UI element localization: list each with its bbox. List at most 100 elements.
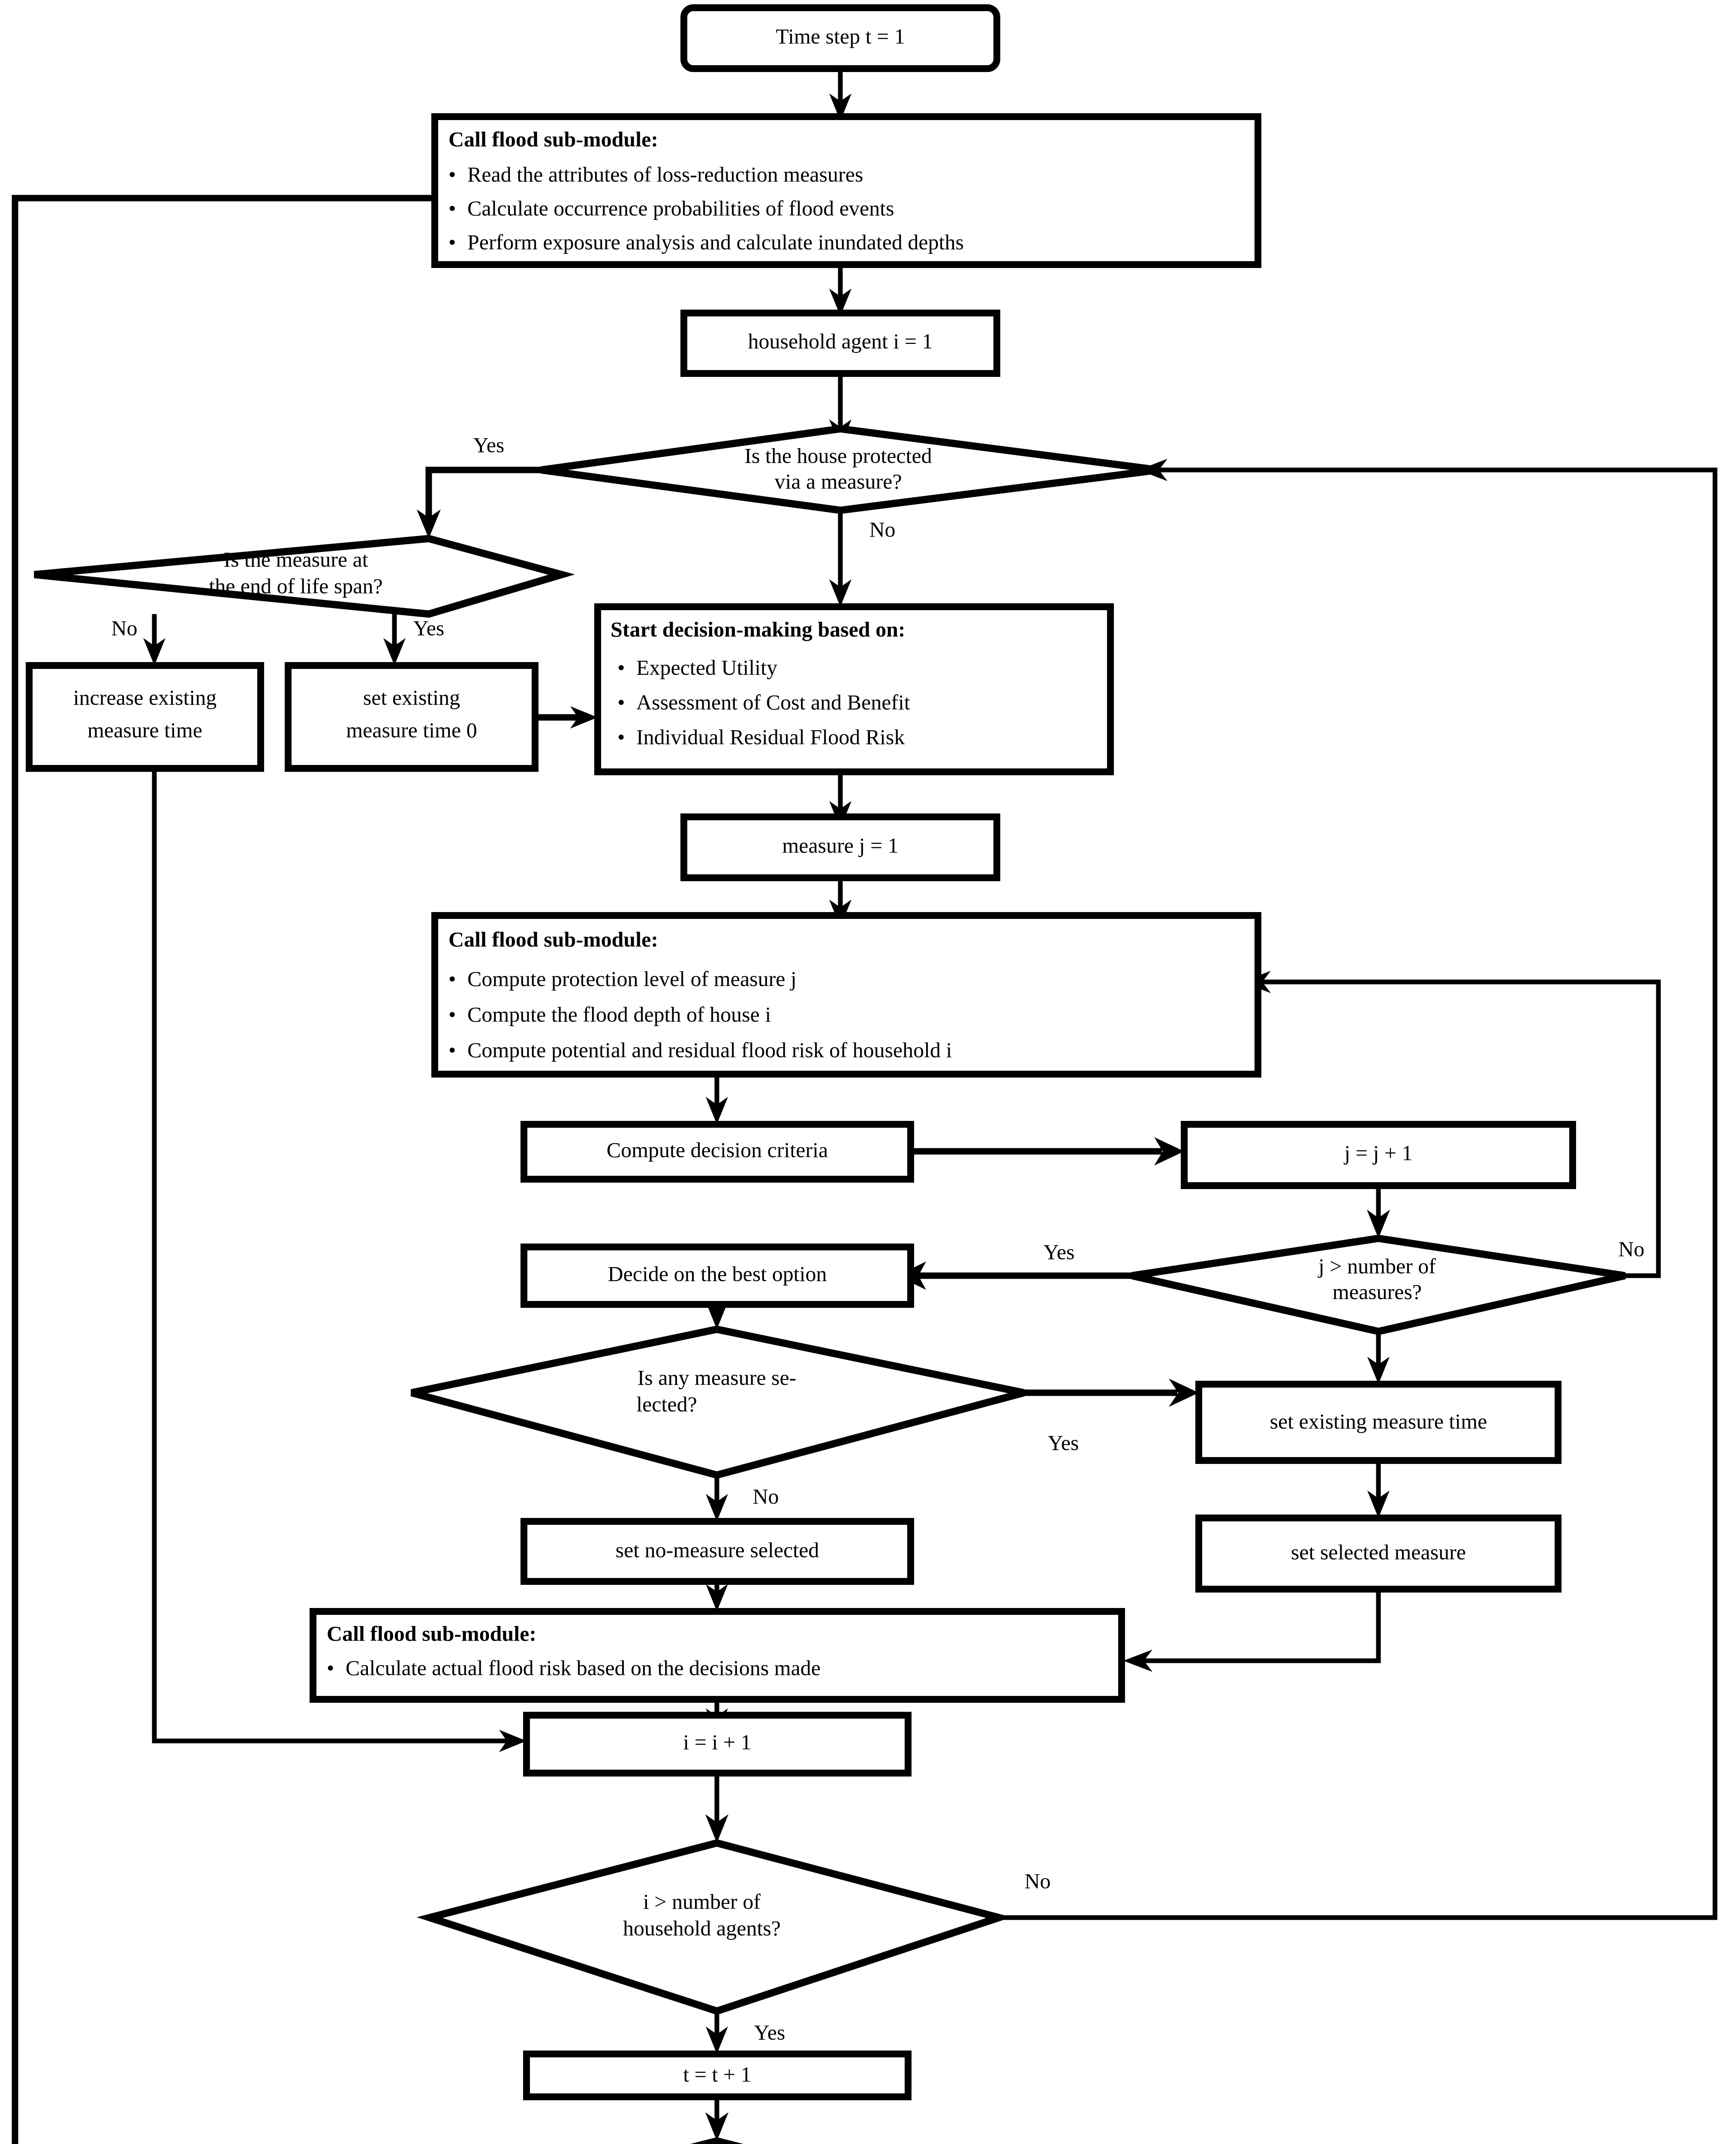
node-j-gt-measures[interactable]: j > number of measures? (1131, 1235, 1626, 1335)
edge-layer (12, 69, 1718, 2144)
node-t-gt-steps[interactable]: t > number of time steps? (429, 2137, 1005, 2144)
increase-measure-time-line1: increase existing (73, 685, 217, 709)
set-selected-measure-box[interactable] (1195, 1515, 1561, 1593)
set-measure-time-zero-line2: measure time 0 (346, 718, 477, 742)
any-measure-selected-line1: Is any measure se- (638, 1365, 797, 1389)
node-set-selected-measure[interactable]: set selected measure (1195, 1515, 1561, 1593)
arrowhead-jgt-to-setexisting (1367, 1357, 1390, 1384)
node-house-protected[interactable]: Is the house protected via a measure? (540, 425, 1159, 514)
set-measure-time-zero-box[interactable] (285, 662, 539, 772)
decision-making-bullet-0-dot: • (617, 655, 625, 679)
increment-t-box[interactable] (523, 2051, 912, 2100)
flood-module-3-box[interactable] (310, 1608, 1125, 1703)
decision-making-bullet-1: Assessment of Cost and Benefit (636, 690, 910, 714)
increment-i-box[interactable] (523, 1712, 912, 1777)
t-gt-steps-diamond[interactable] (429, 2137, 1005, 2144)
node-i-gt-agents[interactable]: i > number of household agents? (416, 1839, 1012, 2015)
node-set-measure-time-zero[interactable]: set existing measure time 0 (285, 662, 539, 772)
arrowhead-setzero-to-decision (570, 706, 598, 729)
compute-criteria-box[interactable] (520, 1121, 914, 1183)
flood-module-3-bullet-0: Calculate actual flood risk based on the… (346, 1656, 821, 1680)
life-span-diamond[interactable] (34, 535, 575, 618)
household-init-label: household agent i = 1 (748, 329, 933, 353)
arrowhead-lifespan-no (143, 638, 165, 665)
increment-j-box[interactable] (1181, 1121, 1576, 1189)
i-gt-agents-line1: i > number of (643, 1889, 761, 1913)
flood-module-1-heading: Call flood sub-module: (448, 127, 658, 151)
arrowhead-protected-no (829, 579, 851, 607)
node-household-init[interactable]: household agent i = 1 (680, 310, 1000, 377)
flood-module-1-bullet-0-dot: • (448, 162, 456, 186)
flood-module-1-bullet-1-dot: • (448, 196, 456, 220)
node-flood-module-1[interactable]: Call flood sub-module: • Read the attrib… (431, 113, 1261, 268)
edge-label-agents-no: No (1024, 1869, 1050, 1893)
flood-module-2-bullet-0-dot: • (448, 967, 456, 991)
node-flood-module-3[interactable]: Call flood sub-module: • Calculate actua… (310, 1608, 1125, 1703)
flood-module-1-box[interactable] (431, 113, 1261, 268)
arrowhead-incrementj-to-jgt (1367, 1210, 1390, 1238)
any-measure-selected-diamond[interactable] (410, 1325, 1025, 1479)
node-decision-making[interactable]: Start decision-making based on: • Expect… (594, 603, 1114, 775)
j-gt-measures-diamond[interactable] (1131, 1235, 1626, 1335)
edge-label-lifespan-no: No (111, 616, 137, 640)
node-increment-i[interactable]: i = i + 1 (523, 1712, 912, 1777)
flood-module-2-box[interactable] (431, 912, 1261, 1078)
edge-increase-to-incrementi (152, 768, 508, 1744)
any-measure-selected-line2: lected? (636, 1392, 697, 1416)
node-compute-criteria[interactable]: Compute decision criteria (520, 1121, 914, 1183)
flood-module-2-bullet-0: Compute protection level of measure j (467, 967, 797, 991)
set-no-measure-box[interactable] (520, 1518, 914, 1585)
life-span-line2: the end of life span? (209, 574, 382, 598)
edge-protected-yes (425, 467, 541, 520)
set-existing-measure-time-label: set existing measure time (1270, 1409, 1487, 1433)
arrowhead-increase-to-incrementi (499, 1730, 527, 1752)
node-increment-j[interactable]: j = j + 1 (1181, 1121, 1576, 1189)
edge-label-jgt-yes: Yes (1044, 1240, 1075, 1264)
set-existing-measure-time-box[interactable] (1195, 1381, 1561, 1464)
increase-measure-time-line2: measure time (87, 718, 202, 742)
i-gt-agents-diamond[interactable] (416, 1839, 1012, 2015)
node-set-no-measure[interactable]: set no-measure selected (520, 1518, 914, 1585)
arrowhead-lifespan-yes (383, 638, 406, 665)
house-protected-diamond[interactable] (540, 425, 1159, 514)
set-selected-measure-label: set selected measure (1291, 1540, 1466, 1564)
household-init-box[interactable] (680, 310, 1000, 377)
decision-making-bullet-2: Individual Residual Flood Risk (636, 725, 905, 749)
node-increment-t[interactable]: t = t + 1 (523, 2051, 912, 2100)
start-box[interactable] (680, 4, 1000, 72)
edge-igt-no (999, 467, 1718, 1920)
arrowhead-incrementt-to-tgt (705, 2112, 728, 2141)
arrowhead-protected-yes (417, 509, 441, 539)
measure-init-box[interactable] (680, 813, 1000, 881)
decision-making-bullet-1-dot: • (617, 690, 625, 714)
node-set-existing-measure-time[interactable]: set existing measure time (1195, 1381, 1561, 1464)
arrowhead-setexisting-to-setselected (1367, 1491, 1390, 1518)
edge-jgt-no (1261, 979, 1661, 1278)
flood-module-2-bullet-2-dot: • (448, 1038, 456, 1062)
node-start[interactable]: Time step t = 1 (680, 4, 1000, 72)
decision-making-box[interactable] (594, 603, 1114, 775)
arrowhead-incrementi-to-igt (705, 1814, 728, 1843)
arrowhead-igt-yes (706, 2027, 728, 2054)
node-increase-measure-time[interactable]: increase existing measure time (26, 662, 264, 772)
node-any-measure-selected[interactable]: Is any measure se- lected? (410, 1325, 1025, 1479)
node-flood-module-2[interactable]: Call flood sub-module: • Compute protect… (431, 912, 1261, 1078)
decide-best-option-box[interactable] (520, 1244, 914, 1308)
edge-label-agents-yes: Yes (754, 2020, 785, 2044)
flood-module-2-bullet-2: Compute potential and residual flood ris… (467, 1038, 952, 1062)
decide-best-option-label: Decide on the best option (608, 1262, 827, 1286)
node-decide-best-option[interactable]: Decide on the best option (520, 1244, 914, 1308)
node-life-span[interactable]: Is the measure at the end of life span? (34, 535, 575, 618)
house-protected-line2: via a measure? (774, 469, 902, 493)
decision-making-bullet-2-dot: • (617, 725, 625, 749)
decision-making-bullet-0: Expected Utility (636, 655, 777, 679)
flood-module-3-bullet-0-dot: • (327, 1656, 334, 1680)
edge-label-selected-yes: Yes (1048, 1430, 1079, 1454)
increase-measure-time-box[interactable] (26, 662, 264, 772)
edge-label-protected-no: No (869, 517, 895, 541)
increment-i-label: i = i + 1 (683, 1730, 751, 1754)
node-measure-init[interactable]: measure j = 1 (680, 813, 1000, 881)
house-protected-line1: Is the house protected (744, 443, 932, 467)
